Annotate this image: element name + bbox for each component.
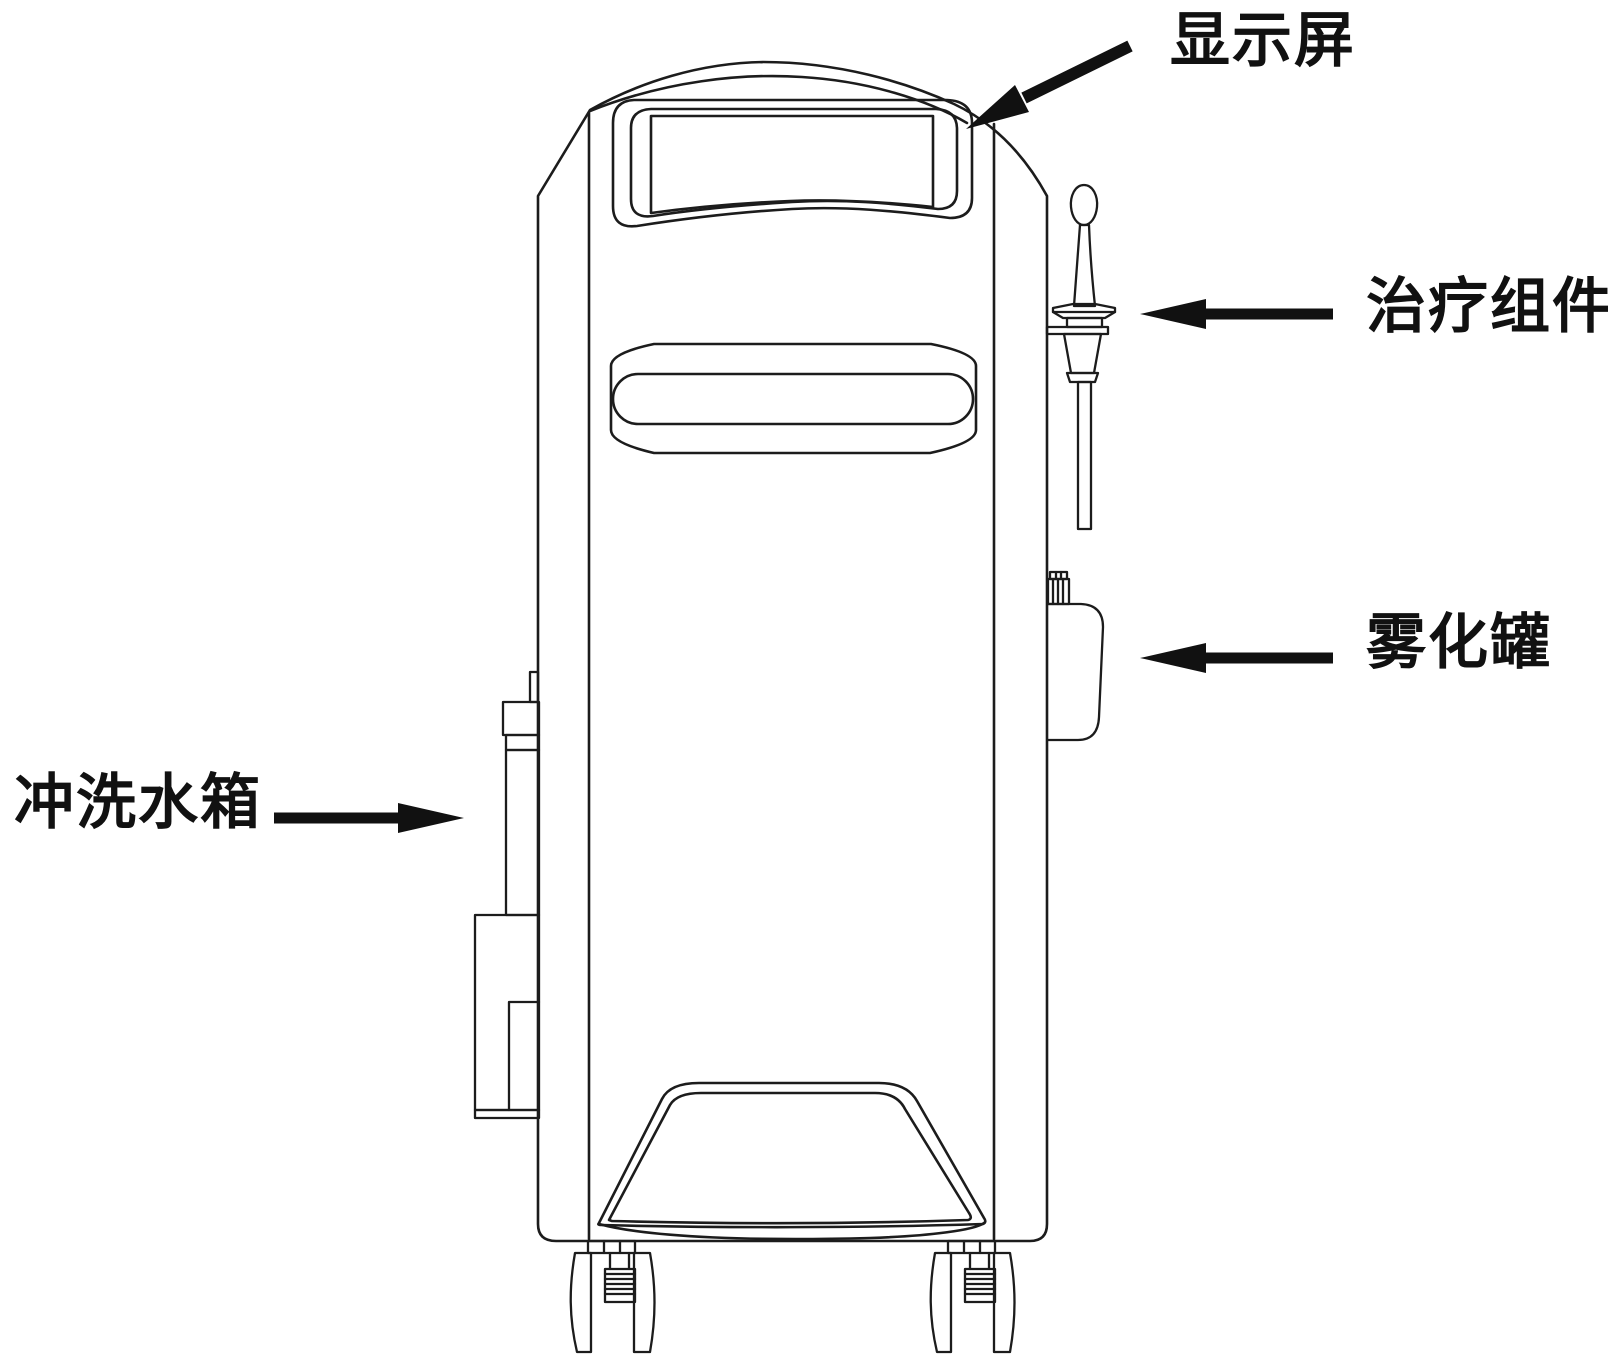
display-bezel-outer bbox=[611, 98, 974, 228]
wand-tube bbox=[1076, 380, 1093, 531]
wand-neck bbox=[1072, 223, 1097, 308]
foot-recess-outline bbox=[597, 1081, 987, 1229]
wand-tip bbox=[1069, 183, 1099, 227]
handle-recess bbox=[609, 342, 978, 455]
label-treatment-assembly: 治疗组件 bbox=[1366, 274, 1608, 340]
caster-fork-right bbox=[992, 1251, 1016, 1354]
caster-right bbox=[929, 1239, 1016, 1354]
handle-bar bbox=[611, 372, 975, 426]
arrow-treatment bbox=[1140, 299, 1333, 329]
caster-fork-left bbox=[569, 1251, 593, 1354]
water-tank-body bbox=[473, 913, 541, 1112]
treatment-wand bbox=[1045, 183, 1117, 531]
arrow-water-tank bbox=[274, 803, 464, 833]
caster-mount bbox=[586, 1239, 637, 1255]
callout-arrows bbox=[274, 40, 1333, 833]
caster-axle-ribs bbox=[963, 1272, 997, 1296]
wand-cone bbox=[1062, 332, 1103, 375]
arrow-display bbox=[966, 40, 1133, 129]
caster-mount-dividers bbox=[602, 1239, 622, 1255]
arrow-atomizer bbox=[1140, 643, 1333, 673]
water-tank-base-band bbox=[473, 1108, 541, 1120]
water-tank-column bbox=[504, 748, 541, 917]
caster-axle-block bbox=[963, 1267, 997, 1304]
caster-fork-right bbox=[632, 1251, 656, 1354]
caster-left bbox=[569, 1239, 656, 1354]
caster-mount bbox=[946, 1239, 997, 1255]
atomizer-tank-assembly bbox=[1046, 570, 1105, 742]
handle-recess-outline bbox=[609, 342, 978, 455]
caster-stem-lines bbox=[608, 1251, 631, 1271]
water-tank-neck bbox=[504, 733, 541, 752]
water-tank-cap bbox=[501, 700, 541, 737]
wand-cone-ring bbox=[1065, 371, 1100, 384]
water-tank-inner-lines bbox=[507, 1000, 541, 1112]
label-flushing-water-tank: 冲洗水箱 bbox=[14, 770, 262, 836]
atomizer-cap-ribs bbox=[1051, 570, 1065, 606]
foot-recess bbox=[597, 1081, 987, 1241]
cabinet-outline bbox=[536, 60, 1049, 1243]
foot-recess-bottom-lip bbox=[597, 1221, 986, 1241]
machine-cabinet bbox=[536, 60, 1049, 1243]
caster-mount-dividers bbox=[962, 1239, 982, 1255]
caster-axle-block bbox=[603, 1267, 637, 1304]
display-screen bbox=[649, 114, 935, 215]
display-panel bbox=[611, 98, 974, 228]
caster-fork-left bbox=[929, 1251, 953, 1354]
label-atomizer-tank: 雾化罐 bbox=[1366, 610, 1552, 676]
label-display-screen: 显示屏 bbox=[1170, 8, 1356, 74]
caster-axle-ribs bbox=[603, 1272, 637, 1296]
foot-recess-inner-line bbox=[607, 1091, 973, 1225]
wand-collar bbox=[1065, 316, 1104, 329]
water-tank-assembly bbox=[473, 670, 541, 1120]
caster-stem-lines bbox=[968, 1251, 991, 1271]
atomizer-tank bbox=[1046, 602, 1105, 742]
cabinet-top-inner-arc bbox=[588, 74, 969, 125]
